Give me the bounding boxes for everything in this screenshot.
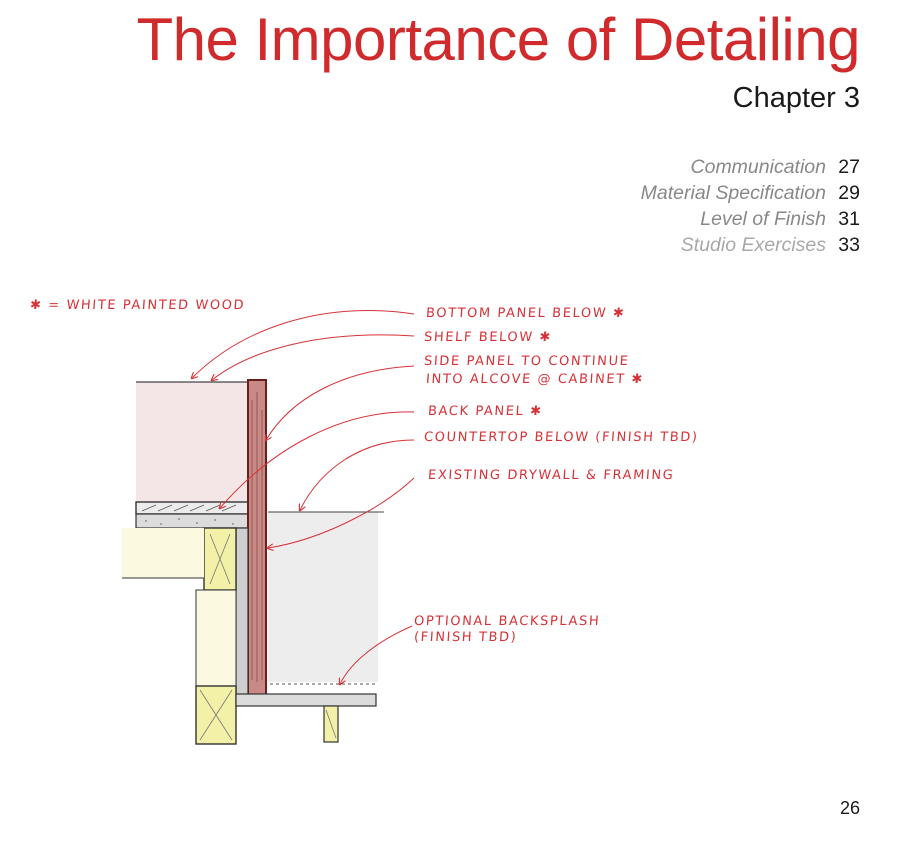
wall-infill bbox=[122, 528, 204, 578]
toc-item-label: Level of Finish bbox=[700, 208, 826, 230]
leader-drywall bbox=[268, 477, 415, 548]
toc-item-page: 33 bbox=[838, 234, 860, 256]
toc-item: Material Specification 29 bbox=[641, 180, 860, 206]
upper-cabinet-shading bbox=[136, 382, 248, 502]
annotation-side-panel-2: INTO ALCOVE @ CABINET ✱ bbox=[425, 372, 645, 387]
toc-item-page: 27 bbox=[838, 156, 860, 178]
annotation-backsplash-1: OPTIONAL BACKSPLASH bbox=[413, 614, 601, 629]
drywall-section bbox=[235, 527, 249, 699]
lower-countertop bbox=[235, 693, 377, 707]
countertop-stipple bbox=[145, 518, 234, 525]
toc-item-page: 31 bbox=[838, 208, 860, 230]
countertop-section bbox=[135, 513, 249, 529]
framing-upper-x bbox=[209, 533, 231, 585]
leader-shelf bbox=[212, 334, 415, 380]
annotation-drywall: EXISTING DRYWALL & FRAMING bbox=[427, 468, 675, 483]
toc-item-label: Studio Exercises bbox=[680, 234, 826, 256]
leader-bottom-panel bbox=[192, 310, 415, 378]
cabinet-detail-sketch bbox=[122, 310, 415, 745]
chapter-number: Chapter 3 bbox=[732, 82, 860, 114]
lower-joist-hatch bbox=[325, 709, 337, 739]
annotation-back-panel: BACK PANEL ✱ bbox=[427, 404, 544, 419]
table-of-contents: Communication 27 Material Specification … bbox=[641, 154, 860, 258]
toc-item: Level of Finish 31 bbox=[641, 206, 860, 232]
leader-back-panel bbox=[220, 411, 415, 508]
leader-backsplash bbox=[340, 625, 413, 684]
toc-item: Studio Exercises 33 bbox=[641, 232, 860, 258]
toc-item-page: 29 bbox=[838, 182, 860, 204]
legend-annotation: ✱ = WHITE PAINTED WOOD bbox=[29, 298, 246, 313]
leader-side-panel bbox=[266, 365, 415, 440]
annotation-shelf: SHELF BELOW ✱ bbox=[423, 330, 553, 345]
toc-item-label: Material Specification bbox=[640, 182, 826, 204]
chapter-title: The Importance of Detailing bbox=[136, 6, 860, 73]
leader-countertop bbox=[300, 439, 415, 510]
annotation-countertop: COUNTERTOP BELOW (FINISH TBD) bbox=[423, 430, 700, 445]
toc-item-label: Communication bbox=[690, 156, 826, 178]
lower-counter-shading bbox=[268, 512, 378, 682]
annotation-backsplash-2: (FINISH TBD) bbox=[413, 630, 518, 645]
annotation-side-panel-1: SIDE PANEL TO CONTINUE bbox=[423, 354, 630, 369]
page-number: 26 bbox=[839, 798, 860, 818]
wall-infill-lower bbox=[195, 589, 237, 687]
shelf-section bbox=[135, 501, 249, 515]
toc-item: Communication 27 bbox=[641, 154, 860, 180]
annotation-bottom-panel: BOTTOM PANEL BELOW ✱ bbox=[425, 306, 626, 321]
framing-lower-x bbox=[199, 689, 233, 741]
shelf-hatch bbox=[141, 504, 237, 512]
back-panel-grain bbox=[251, 392, 263, 682]
